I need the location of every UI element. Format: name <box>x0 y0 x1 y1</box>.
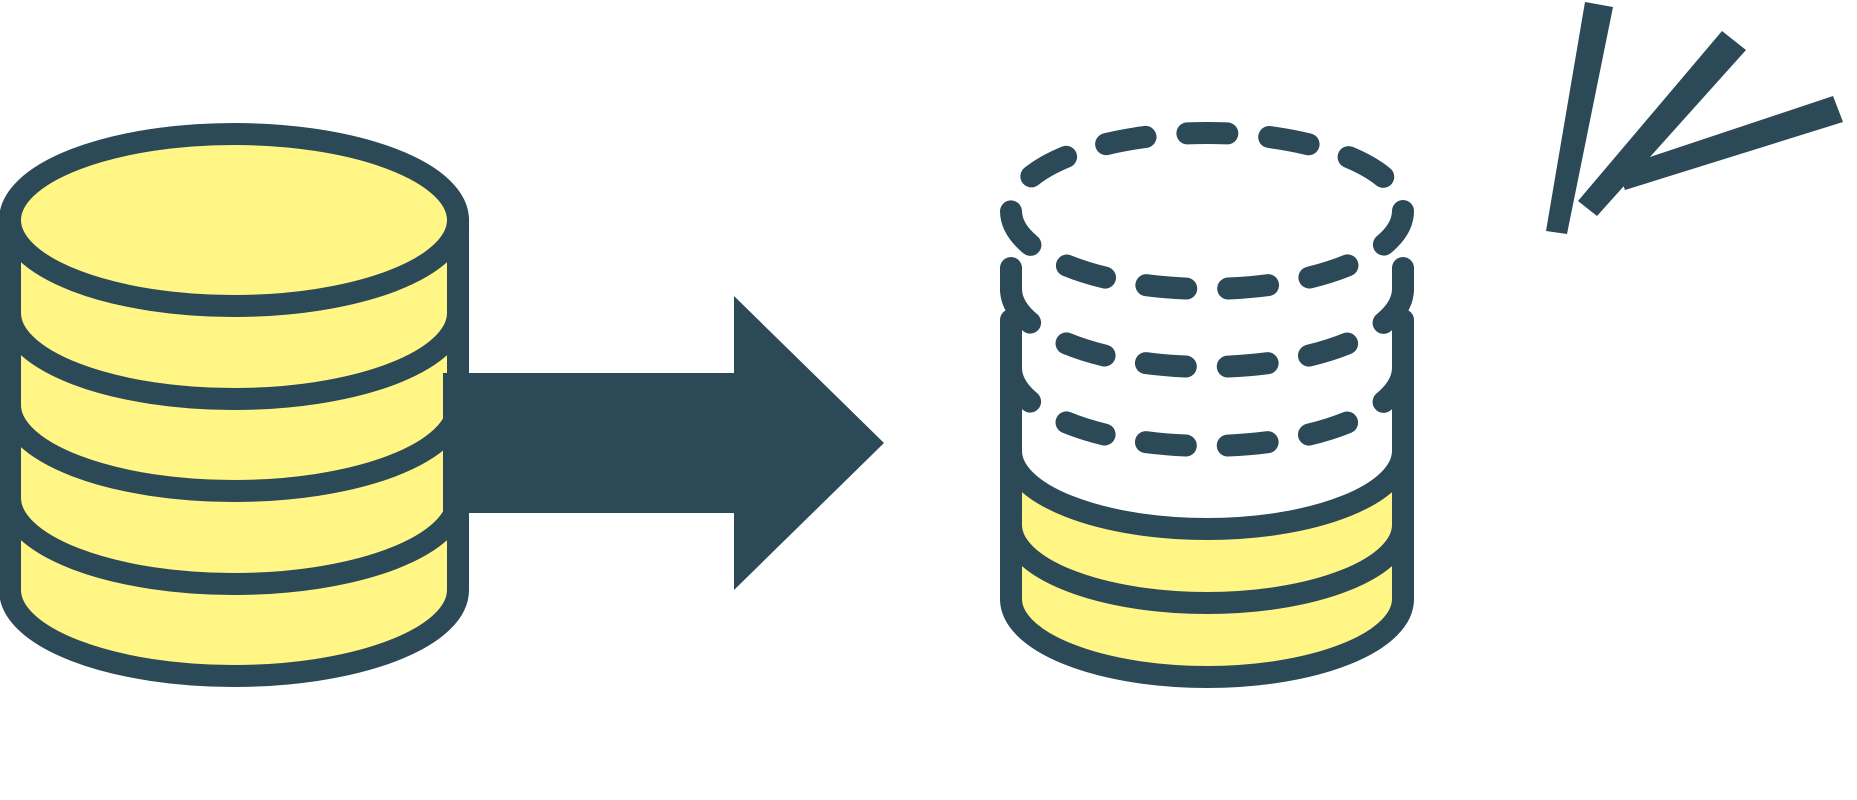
arrow-right-icon <box>443 296 884 590</box>
alert-burst-icon <box>1546 2 1843 234</box>
remaining-stack-body <box>1000 440 1414 688</box>
stack-top-disk <box>0 123 469 317</box>
full-database-stack-icon <box>0 123 469 687</box>
removed-layer-dashed-outline <box>1000 122 1414 300</box>
layer-divider <box>1000 514 1414 614</box>
alert-stroke <box>1546 2 1613 234</box>
removed-layer-dashed-outline <box>1000 278 1414 378</box>
removed-layer-dashed-outline <box>1000 357 1414 457</box>
layer-divider <box>0 487 469 595</box>
layer-divider <box>0 394 469 502</box>
layer-divider <box>0 302 469 410</box>
alert-stroke <box>1578 31 1746 216</box>
alert-stroke <box>1617 96 1843 190</box>
reduced-database-stack-icon <box>1000 122 1414 688</box>
